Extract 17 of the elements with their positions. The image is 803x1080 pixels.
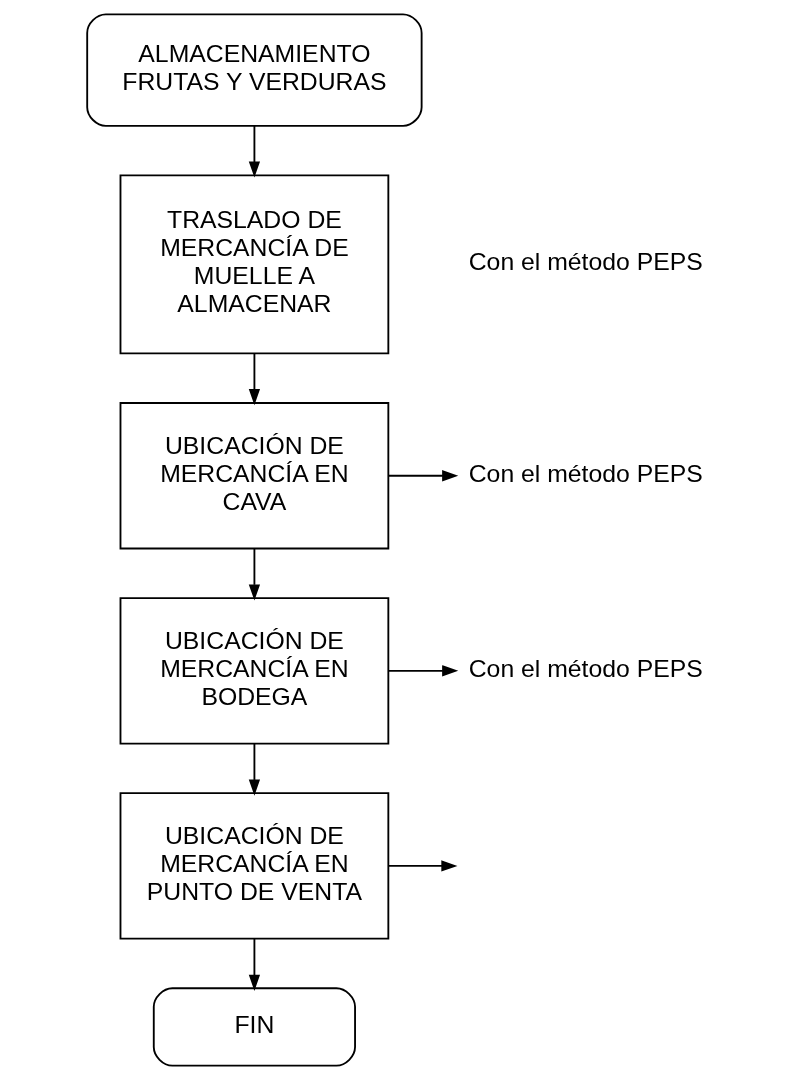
node-text: Con el método PEPS xyxy=(468,654,703,682)
arrow xyxy=(387,665,459,677)
arrow xyxy=(387,860,458,872)
arrow xyxy=(387,470,459,482)
label: Con el método PEPS xyxy=(468,248,703,276)
node-box: UBICACIÓN DE MERCANCÍA EN PUNTO DE VENTA xyxy=(119,792,390,940)
arrow xyxy=(248,352,261,406)
arrow xyxy=(248,742,261,796)
arrow xyxy=(248,125,261,178)
arrow xyxy=(248,547,261,601)
node-box: FIN xyxy=(152,987,356,1067)
node-box: ALMACENAMIENTO FRUTAS Y VERDURAS xyxy=(86,13,423,127)
node-box: UBICACIÓN DE MERCANCÍA EN BODEGA xyxy=(119,597,390,745)
node-box: UBICACIÓN DE MERCANCÍA EN CAVA xyxy=(119,402,390,550)
node-text: Con el método PEPS xyxy=(468,459,703,487)
node-box: TRASLADO DE MERCANCÍA DE MUELLE A ALMACENAR xyxy=(119,174,390,355)
arrow xyxy=(248,938,261,991)
